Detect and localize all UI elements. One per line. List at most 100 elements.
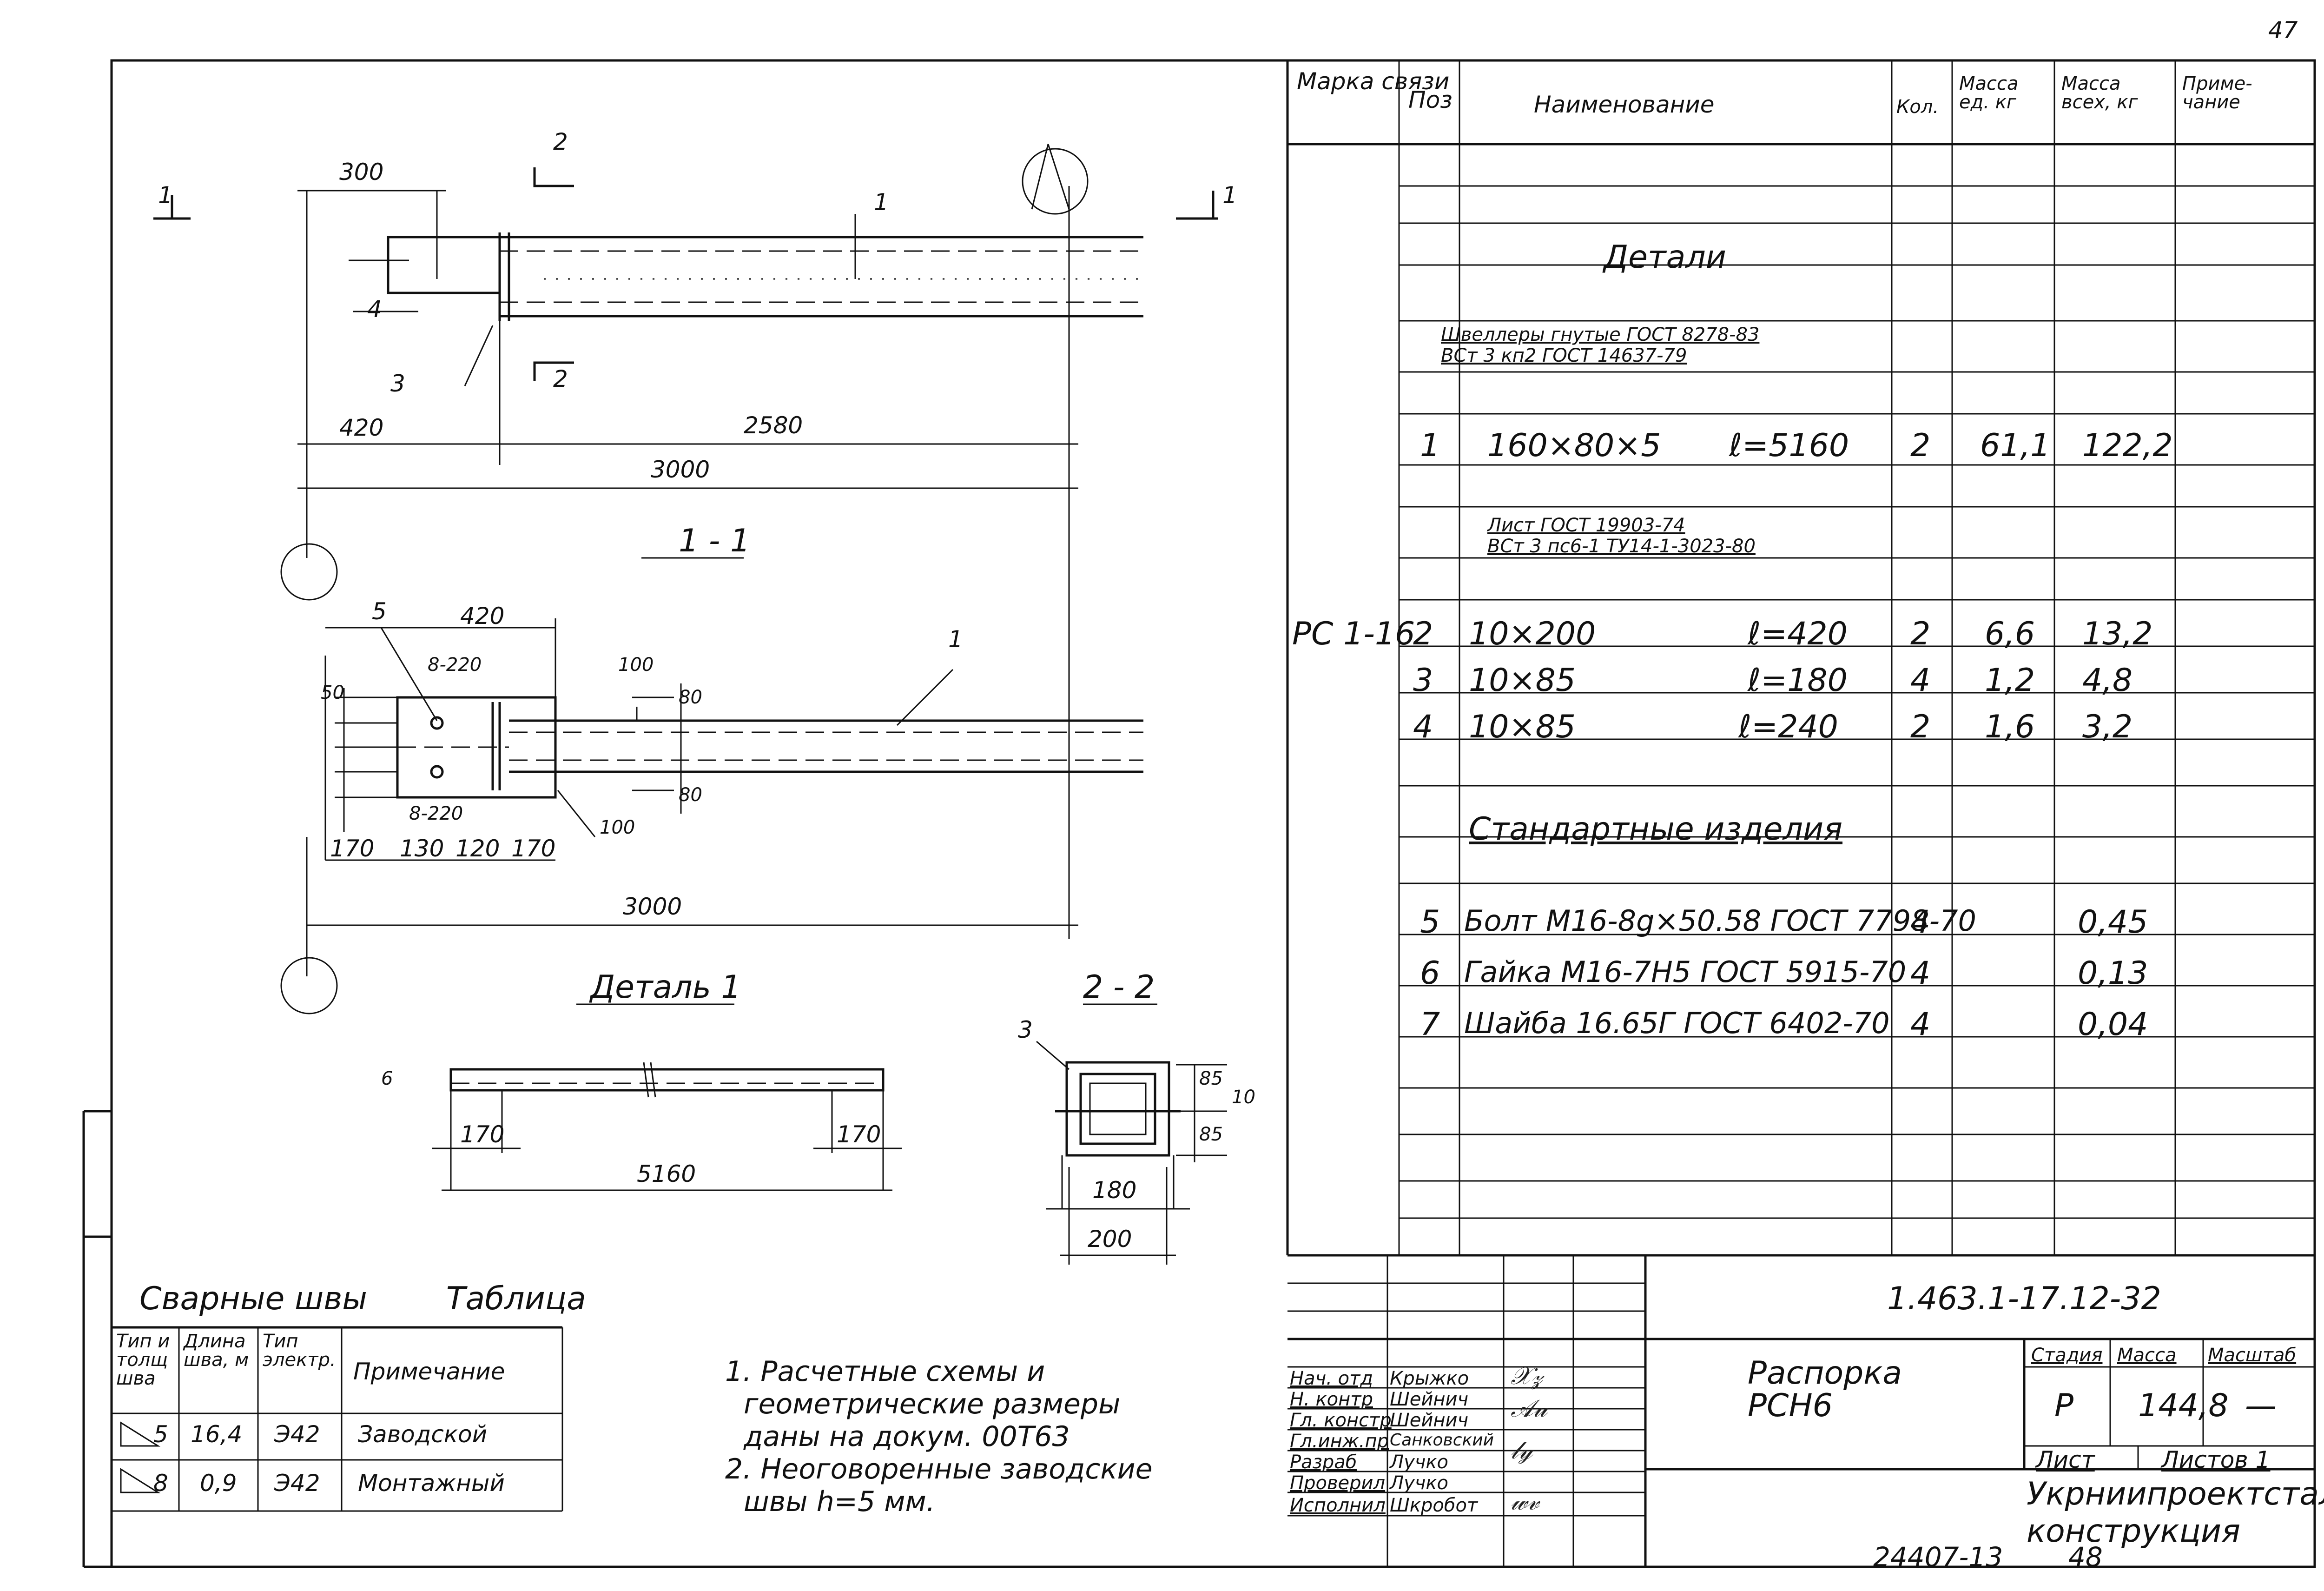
dim-3000-top: 3000 <box>651 456 710 483</box>
title-line1: Распорка <box>1748 1355 1902 1392</box>
row3-unit: 1,2 <box>1985 662 2035 699</box>
section-dim-10: 10 <box>1232 1087 1255 1108</box>
row4-len: ℓ=240 <box>1738 709 1838 745</box>
detail-view <box>432 1003 902 1191</box>
plan-pos-5: 5 <box>372 598 387 625</box>
section-dim-85b: 85 <box>1199 1124 1223 1145</box>
std1-qty: 4 <box>1910 904 1931 941</box>
row1-qty: 2 <box>1910 427 1931 464</box>
row2-unit: 6,6 <box>1985 616 2035 652</box>
stage-label: Стадия <box>2031 1345 2103 1366</box>
row4-name: 10×85 <box>1469 709 1576 745</box>
weld-title: Сварные швы <box>139 1280 367 1317</box>
plan-dim-100b: 100 <box>600 817 635 838</box>
role-0: Нач. отд <box>1290 1368 1373 1389</box>
hdr-name: Наименование <box>1534 91 1715 118</box>
role-6: Исполнил <box>1290 1495 1386 1516</box>
plan-bolts: 8-220 <box>428 654 482 676</box>
row1-unit: 61,1 <box>1980 427 2051 464</box>
weld-hdr-elec: Тип электр. <box>263 1331 336 1371</box>
title-block-grid <box>1287 1254 2315 1567</box>
org-line2: конструкция <box>2027 1513 2240 1550</box>
std3-pos: 7 <box>1420 1006 1440 1043</box>
plan-dim-420: 420 <box>460 603 505 630</box>
weld-symbol-icon <box>120 1468 161 1493</box>
plan-title: 1 - 1 <box>679 523 751 559</box>
detail-dim-5160: 5160 <box>637 1160 696 1187</box>
hdr-mass-total: Масса всех, кг <box>2061 73 2138 113</box>
scale-value: — <box>2245 1387 2277 1424</box>
plan-dim-3000: 3000 <box>623 893 682 920</box>
top-view <box>153 144 1218 939</box>
weld-table-label: Таблица <box>446 1280 586 1317</box>
note-line-2: геометрические размеры <box>744 1388 1121 1420</box>
plan-dim-80: 80 <box>679 687 702 708</box>
archive-sheet: 48 <box>2068 1541 2103 1573</box>
dim-420-top: 420 <box>339 414 384 441</box>
std3-qty: 4 <box>1910 1006 1931 1043</box>
section-dim-85: 85 <box>1199 1068 1223 1089</box>
group1-line2: ВСт 3 кп2 ГОСТ 14637-79 <box>1441 345 1687 366</box>
section-standard: Стандартные изделия <box>1469 811 1843 848</box>
section-pos-3: 3 <box>1018 1016 1033 1043</box>
person-4: Лучко <box>1390 1452 1449 1473</box>
section-mark-1-right: 1 <box>1222 182 1237 209</box>
section-view <box>1036 1003 1227 1265</box>
scale-label: Масштаб <box>2208 1345 2297 1366</box>
row3-len: ℓ=180 <box>1748 662 1848 699</box>
signature-icon: 𝓌𝓋 <box>1511 1488 1539 1516</box>
weld1-elec: Э42 <box>274 1421 320 1448</box>
std2-pos: 6 <box>1420 955 1440 992</box>
note-line-4: 2. Неоговоренные заводские <box>725 1453 1153 1485</box>
weld-hdr-type: Тип и толщ шва <box>116 1331 170 1389</box>
role-5: Проверил <box>1290 1472 1386 1494</box>
group2-line1: Лист ГОСТ 19903-74 <box>1487 515 1685 536</box>
hdr-qty: Кол. <box>1896 96 1939 118</box>
plan-pos-1: 1 <box>948 626 963 653</box>
spec-table-grid <box>1286 60 2315 1255</box>
hdr-mark: Марка связи <box>1297 68 1450 95</box>
weld1-type: 5 <box>153 1421 168 1448</box>
section-details: Детали <box>1604 239 1726 276</box>
row1-len: ℓ=5160 <box>1729 427 1849 464</box>
plan-dim-80b: 80 <box>679 784 702 806</box>
row4-unit: 1,6 <box>1985 709 2035 745</box>
section-dim-200: 200 <box>1088 1226 1132 1253</box>
detail-dim-6: 6 <box>381 1068 393 1089</box>
hdr-mass-unit: Масса ед. кг <box>1959 73 2019 113</box>
person-2: Шейнич <box>1390 1410 1469 1431</box>
role-4: Разраб <box>1290 1452 1357 1473</box>
note-line-3: даны на докум. 00Т63 <box>744 1420 1070 1453</box>
role-3: Гл.инж.пр <box>1290 1431 1389 1452</box>
archive-number: 24407-13 <box>1873 1541 2003 1573</box>
title-line2: РСН6 <box>1748 1387 1833 1424</box>
plan-dim-100: 100 <box>618 654 654 676</box>
row3-pos: 3 <box>1413 662 1433 699</box>
plan-dim-170b: 170 <box>511 835 556 862</box>
person-6: Шкробот <box>1390 1495 1478 1516</box>
top-pos-1: 1 <box>874 189 889 216</box>
row3-total: 4,8 <box>2082 662 2133 699</box>
person-0: Крыжко <box>1390 1368 1469 1389</box>
mass-label: Масса <box>2117 1345 2177 1366</box>
weld2-type: 8 <box>153 1470 168 1497</box>
doc-code: 1.463.1-17.12-32 <box>1887 1280 2161 1317</box>
row4-qty: 2 <box>1910 709 1931 745</box>
std2-qty: 4 <box>1910 955 1931 992</box>
weld2-elec: Э42 <box>274 1470 320 1497</box>
top-pos-4: 4 <box>367 296 382 323</box>
weld-hdr-len: Длина шва, м <box>184 1331 249 1371</box>
plan-dim-130: 130 <box>400 835 444 862</box>
weld1-len: 16,4 <box>191 1421 243 1448</box>
plan-dim-50: 50 <box>321 682 344 703</box>
std3-name: Шайба 16.65Г ГОСТ 6402-70 <box>1464 1006 1890 1040</box>
plan-dim-170: 170 <box>330 835 375 862</box>
row2-pos: 2 <box>1413 616 1433 652</box>
std2-name: Гайка М16-7Н5 ГОСТ 5915-70 <box>1464 955 1907 989</box>
section-mark-2-bottom: 2 <box>553 365 568 392</box>
weld-table-grid <box>112 1326 563 1512</box>
weld1-note: Заводской <box>358 1421 488 1448</box>
row4-total: 3,2 <box>2082 709 2133 745</box>
role-2: Гл. констр <box>1290 1410 1392 1431</box>
